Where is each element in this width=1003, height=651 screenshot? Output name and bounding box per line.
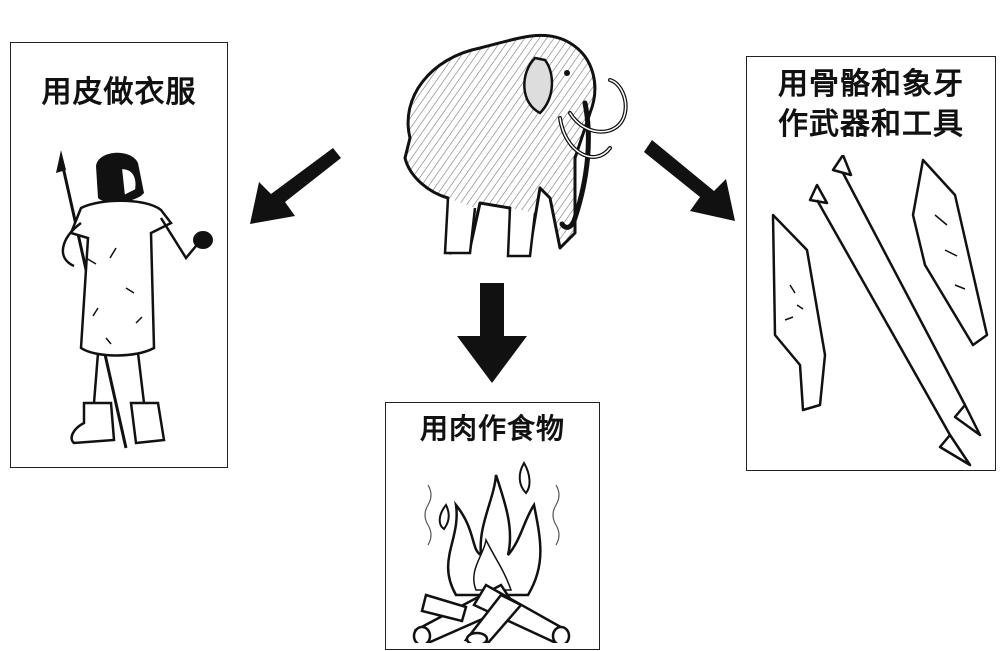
caveman-icon — [56, 150, 213, 449]
arrow-to-food — [457, 283, 527, 383]
caption-tools: 用骨骼和象牙 作武器和工具 — [747, 65, 995, 145]
mammoth-icon — [403, 33, 628, 258]
panel-clothing: 用皮做衣服 — [10, 42, 228, 468]
panel-food: 用肉作食物 — [385, 402, 600, 650]
arrow-to-clothing — [250, 148, 341, 224]
caption-clothing: 用皮做衣服 — [41, 75, 197, 110]
bone-tools-icon — [771, 155, 989, 467]
caption-food: 用肉作食物 — [419, 412, 565, 445]
caption-tools-line1: 用骨骼和象牙 — [778, 67, 964, 102]
caption-tools-line2: 作武器和工具 — [778, 107, 964, 142]
arrow-to-tools — [644, 140, 735, 221]
campfire-icon — [412, 461, 571, 643]
panel-tools: 用骨骼和象牙 作武器和工具 — [746, 56, 996, 471]
